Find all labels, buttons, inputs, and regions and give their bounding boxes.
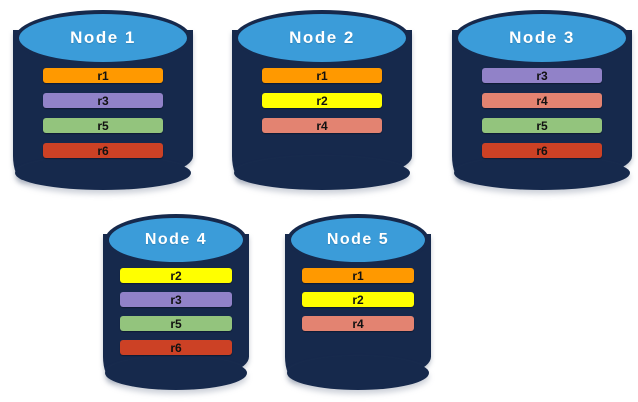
node-cylinder-1[interactable]: Node 1 r1 r3 r5 r6 bbox=[13, 8, 193, 190]
replica-bar[interactable]: r1 bbox=[43, 68, 163, 83]
replica-bar[interactable]: r6 bbox=[482, 143, 602, 158]
replica-list: r3 r4 r5 r6 bbox=[452, 68, 632, 158]
replica-list: r1 r3 r5 r6 bbox=[13, 68, 193, 158]
replica-bar[interactable]: r4 bbox=[482, 93, 602, 108]
cylinder-top-ellipse: Node 4 bbox=[105, 214, 247, 266]
replica-bar[interactable]: r4 bbox=[302, 316, 414, 331]
node-label: Node 1 bbox=[70, 28, 136, 47]
cylinder-bottom-ellipse bbox=[105, 356, 247, 390]
cylinder-top-ellipse: Node 5 bbox=[287, 214, 429, 266]
replica-bar[interactable]: r5 bbox=[482, 118, 602, 133]
cylinder-bottom-ellipse bbox=[287, 356, 429, 390]
node-cylinder-4[interactable]: Node 4 r2 r3 r5 r6 bbox=[103, 212, 249, 390]
node-cylinder-3[interactable]: Node 3 r3 r4 r5 r6 bbox=[452, 8, 632, 190]
cylinder-bottom-ellipse bbox=[454, 156, 630, 190]
node-cylinder-5[interactable]: Node 5 r1 r2 r4 bbox=[285, 212, 431, 390]
node-label: Node 2 bbox=[289, 28, 355, 47]
replica-bar[interactable]: r3 bbox=[482, 68, 602, 83]
node-label: Node 4 bbox=[144, 231, 208, 248]
replica-bar[interactable]: r2 bbox=[302, 292, 414, 307]
replica-bar[interactable]: r5 bbox=[120, 316, 232, 331]
replica-list: r1 r2 r4 bbox=[285, 268, 431, 331]
replica-bar[interactable]: r6 bbox=[120, 340, 232, 355]
cylinder-top-ellipse: Node 2 bbox=[234, 10, 410, 66]
cylinder-top-ellipse: Node 3 bbox=[454, 10, 630, 66]
cylinder-bottom-ellipse bbox=[234, 156, 410, 190]
replica-bar[interactable]: r6 bbox=[43, 143, 163, 158]
replica-list: r2 r3 r5 r6 bbox=[103, 268, 249, 355]
node-label: Node 3 bbox=[509, 28, 575, 47]
replica-bar[interactable]: r1 bbox=[262, 68, 382, 83]
replica-bar[interactable]: r2 bbox=[120, 268, 232, 283]
node-label: Node 5 bbox=[326, 231, 390, 248]
cylinder-bottom-ellipse bbox=[15, 156, 191, 190]
cylinder-top-ellipse: Node 1 bbox=[15, 10, 191, 66]
replica-bar[interactable]: r3 bbox=[120, 292, 232, 307]
replica-bar[interactable]: r3 bbox=[43, 93, 163, 108]
replica-list: r1 r2 r4 bbox=[232, 68, 412, 133]
node-cylinder-2[interactable]: Node 2 r1 r2 r4 bbox=[232, 8, 412, 190]
replica-bar[interactable]: r4 bbox=[262, 118, 382, 133]
replica-bar[interactable]: r2 bbox=[262, 93, 382, 108]
replica-bar[interactable]: r5 bbox=[43, 118, 163, 133]
replica-bar[interactable]: r1 bbox=[302, 268, 414, 283]
